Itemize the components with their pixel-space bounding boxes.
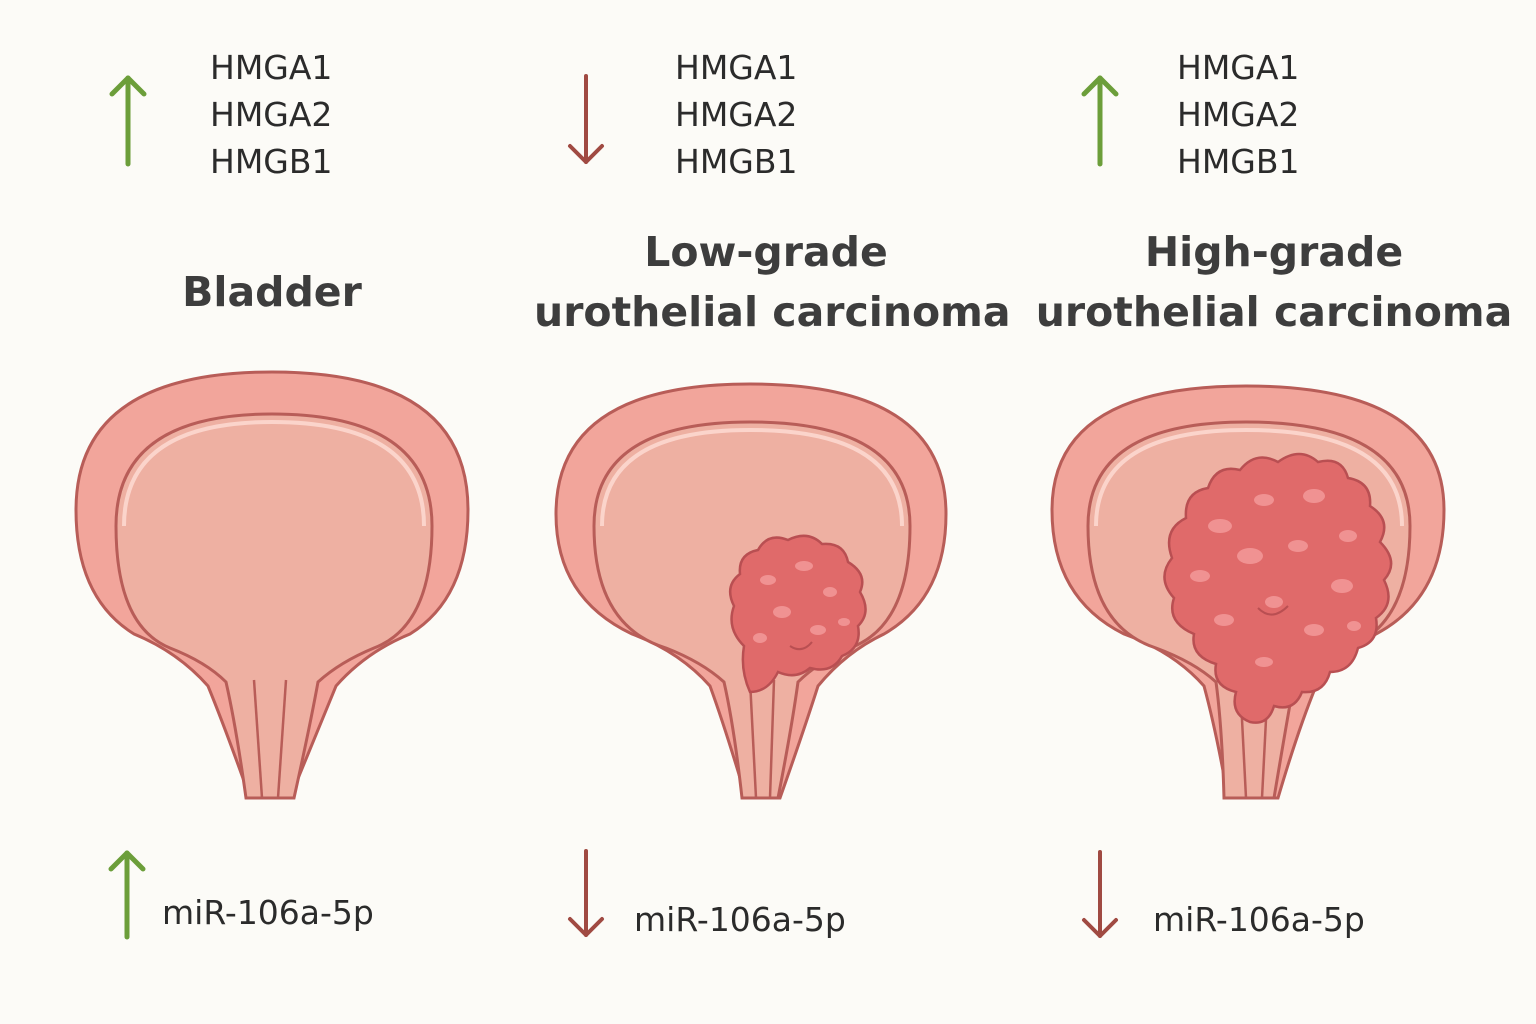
panel-title: Bladder	[72, 262, 472, 322]
gene-list: HMGA1 HMGA2 HMGB1	[675, 44, 798, 185]
gene-down-arrow-icon	[568, 74, 604, 164]
tumor-large	[1163, 452, 1393, 724]
mirna-label: miR-106a-5p	[1153, 900, 1365, 939]
mirna-label: miR-106a-5p	[634, 900, 846, 939]
mirna-label: miR-106a-5p	[162, 893, 374, 932]
mirna-up-arrow-icon	[108, 850, 146, 940]
gene-label: HMGA1	[1177, 48, 1300, 87]
panel-high-grade: HMGA1 HMGA2 HMGB1 High-grade urothelial …	[1024, 0, 1536, 1024]
title-line: urothelial carcinoma	[1035, 288, 1513, 336]
gene-label: HMGA1	[210, 48, 333, 87]
gene-up-arrow-icon	[1081, 75, 1119, 167]
panel-title: High-grade urothelial carcinoma	[1034, 222, 1514, 342]
tumor-small	[728, 534, 867, 694]
bladder-lumen	[114, 412, 434, 800]
title-line: urothelial carcinoma	[534, 288, 1011, 336]
panel-bladder: HMGA1 HMGA2 HMGB1 Bladder miR-106a-5p	[0, 0, 512, 1024]
gene-label: HMGB1	[1177, 142, 1300, 181]
title-line: High-grade	[1144, 228, 1404, 276]
gene-label: HMGB1	[210, 142, 333, 181]
title-line: Low-grade	[644, 228, 888, 276]
title-line: Bladder	[182, 268, 362, 316]
gene-label: HMGA1	[675, 48, 798, 87]
mirna-down-arrow-icon	[568, 849, 604, 937]
gene-label: HMGB1	[675, 142, 798, 181]
bladder-illustration	[554, 382, 948, 800]
panel-low-grade: HMGA1 HMGA2 HMGB1 Low-grade urothelial c…	[512, 0, 1024, 1024]
gene-list: HMGA1 HMGA2 HMGB1	[210, 44, 333, 185]
gene-list: HMGA1 HMGA2 HMGB1	[1177, 44, 1300, 185]
bladder-illustration	[74, 370, 470, 800]
panel-title: Low-grade urothelial carcinoma	[534, 222, 1011, 342]
gene-label: HMGA2	[210, 95, 333, 134]
gene-label: HMGA2	[675, 95, 798, 134]
gene-up-arrow-icon	[109, 75, 147, 167]
bladder-illustration	[1050, 384, 1446, 800]
gene-label: HMGA2	[1177, 95, 1300, 134]
mirna-down-arrow-icon	[1082, 850, 1118, 938]
